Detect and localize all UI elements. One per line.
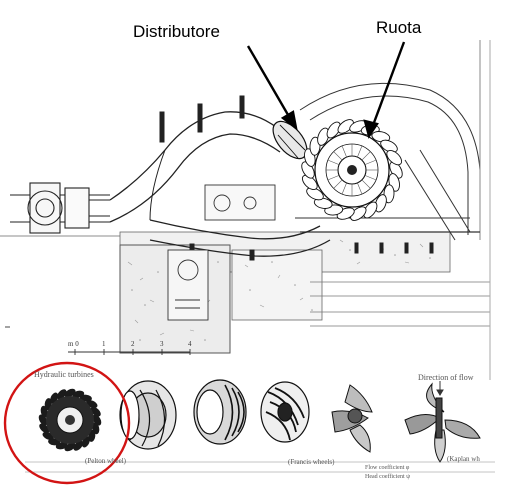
- wheel-bucket: [301, 174, 318, 191]
- inlet-valve: [10, 182, 110, 234]
- wheel-spoke: [327, 159, 340, 165]
- wheel-bucket: [326, 121, 341, 139]
- ruota-label: Ruota: [376, 18, 422, 37]
- distributor: [272, 120, 308, 160]
- pelton-runner: [38, 388, 102, 452]
- pipe-supports: [159, 95, 434, 261]
- francis-runner-2: [193, 379, 247, 445]
- ruota-arrow: [370, 41, 406, 129]
- pelton-highlight-circle: [3, 361, 131, 485]
- francis-wheels-caption: (Francis wheels): [288, 458, 335, 466]
- wheel-bucket: [313, 197, 333, 209]
- wheel-bucket: [306, 187, 324, 201]
- wheel-spoke: [357, 145, 363, 158]
- wheel-spoke: [361, 179, 371, 189]
- wheel-bucket: [380, 139, 398, 153]
- scale-mark-1: 1: [102, 340, 106, 348]
- wheel-bucket: [371, 131, 391, 143]
- ruota-arrowhead: [363, 119, 379, 139]
- callout-arrows: [246, 41, 406, 139]
- scale-mark-2: 2: [131, 340, 135, 348]
- pelton-wheel-caption: (Pelton wheel): [85, 457, 127, 465]
- wheel-bucket: [317, 127, 330, 146]
- pelton-wheel: [301, 119, 403, 221]
- flow-coefficient-caption: Flow coefficient φ: [365, 465, 410, 471]
- wheel-bucket: [350, 206, 367, 221]
- direction-of-flow-caption: Direction of flow: [418, 373, 474, 382]
- wheel-spoke: [364, 175, 377, 181]
- wheel-spoke: [341, 182, 347, 195]
- hydraulic-turbines-caption: Hydraulic turbines: [34, 370, 94, 379]
- scale-mark-0: m 0: [68, 340, 79, 348]
- kaplan-wheel-caption: (Kaplan wh: [447, 455, 480, 463]
- wheel-bucket: [374, 194, 387, 213]
- distributore-label: Distributore: [133, 22, 220, 41]
- machinery: [167, 184, 276, 321]
- wheel-spoke: [364, 159, 377, 165]
- wheel-spoke: [333, 179, 343, 189]
- wheel-bucket: [363, 201, 378, 219]
- wheel-spoke: [333, 151, 343, 161]
- scale-bar: [5, 326, 191, 355]
- distributore-arrowhead: [280, 110, 298, 131]
- scale-mark-4: 4: [188, 340, 192, 348]
- kaplan-runner: [404, 382, 481, 463]
- wheel-spoke: [341, 145, 347, 158]
- penstock: [109, 111, 331, 257]
- wheel-spoke: [327, 175, 340, 181]
- distributore-arrow: [246, 45, 293, 121]
- wheel-bucket: [386, 149, 403, 166]
- propeller-runner: [331, 384, 373, 453]
- flow-direction-arrow: [436, 381, 444, 396]
- wheel-housing: [295, 40, 491, 380]
- wheel-bucket: [337, 119, 354, 134]
- wheel-spoke: [357, 182, 363, 195]
- wheel-spoke: [361, 151, 371, 161]
- head-coefficient-caption: Head coefficient ψ: [365, 474, 410, 480]
- foundation: [0, 231, 490, 354]
- scale-mark-3: 3: [160, 340, 164, 348]
- francis-runner-3: [260, 381, 310, 443]
